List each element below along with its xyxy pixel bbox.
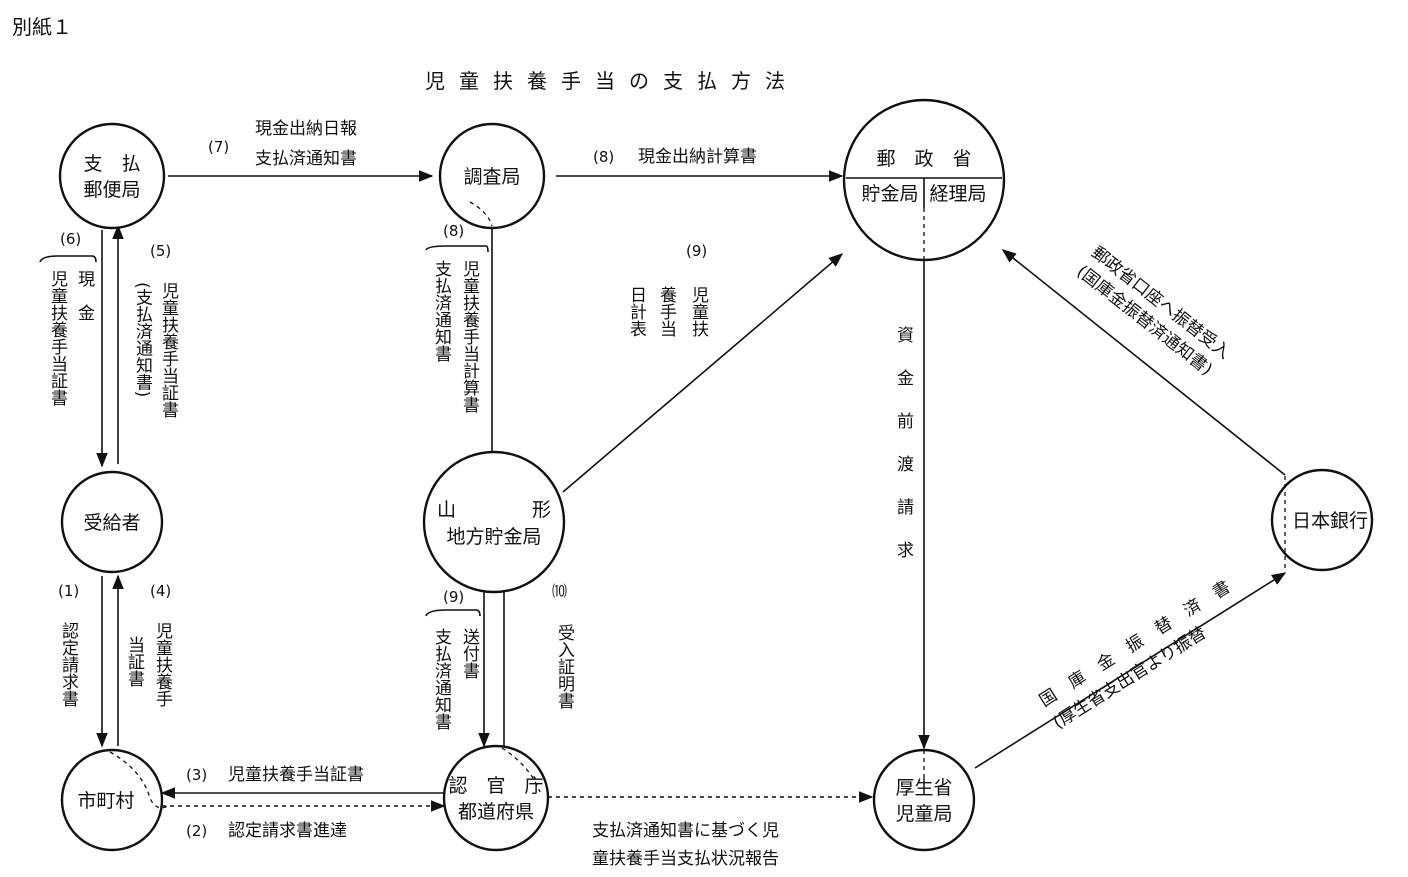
- svg-text:市町村: 市町村: [77, 790, 134, 812]
- svg-text:児童扶養手: 児童扶養手: [152, 622, 173, 708]
- svg-text:支払済通知書: 支払済通知書: [255, 149, 357, 169]
- edge-boj-up-arrow: [1001, 249, 1286, 476]
- svg-text:経理局: 経理局: [929, 183, 986, 205]
- edge-shikin-label: 資金前渡請求: [893, 326, 914, 584]
- edge-8a-label: (8) 現金出納計算書: [593, 147, 757, 167]
- svg-text:支払済通知書: 支払済通知書: [431, 260, 452, 362]
- svg-text:認定請求書: 認定請求書: [58, 622, 79, 707]
- svg-text:(9): (9): [443, 588, 464, 606]
- svg-text:児童扶養手当証書: 児童扶養手当証書: [47, 270, 68, 406]
- svg-text:児童扶養手当証書: 児童扶養手当証書: [228, 765, 364, 785]
- svg-text:⑽: ⑽: [552, 582, 567, 600]
- svg-text:郵 政 省: 郵 政 省: [876, 148, 971, 170]
- node-todofuken: 認 官 庁 都道府県: [442, 744, 550, 852]
- svg-text:地方貯金局: 地方貯金局: [446, 526, 541, 548]
- edge-boj-up-label: (国庫金振替済通知書) 郵政省口座へ振替受入: [1073, 243, 1234, 380]
- svg-text:現 金: 現 金: [74, 270, 95, 321]
- node-nihon-ginko: 日本銀行: [1270, 468, 1374, 572]
- node-koseisho-jidokyoku: 厚生省 児童局: [872, 748, 976, 852]
- svg-text:現金出納日報: 現金出納日報: [255, 119, 357, 139]
- svg-text:(9): (9): [686, 242, 707, 260]
- svg-text:(支払済通知書): (支払済通知書): [132, 282, 153, 397]
- svg-text:郵便局: 郵便局: [83, 179, 140, 201]
- svg-text:養手当: 養手当: [656, 286, 677, 337]
- edge-3-label: (3) 児童扶養手当証書: [186, 765, 364, 785]
- svg-text:(7): (7): [208, 138, 229, 156]
- edge-1-label: (1) 認定請求書: [58, 582, 79, 707]
- svg-text:(4): (4): [150, 582, 171, 600]
- svg-text:日本銀行: 日本銀行: [1292, 510, 1368, 532]
- svg-text:調査局: 調査局: [463, 166, 520, 188]
- svg-text:国 庫 金 振 替 済 書: 国 庫 金 振 替 済 書: [1036, 577, 1234, 711]
- edge-9a-arrow: [562, 253, 844, 493]
- svg-text:児童扶養手当証書: 児童扶養手当証書: [158, 282, 179, 418]
- edge-7-label: (7) 現金出納日報 支払済通知書: [208, 119, 357, 169]
- svg-text:山 形: 山 形: [437, 499, 551, 521]
- svg-text:送付書: 送付書: [459, 628, 480, 679]
- svg-text:都道府県: 都道府県: [458, 801, 534, 823]
- page-title: 児童扶養手当の支払方法: [425, 69, 799, 93]
- edge-4-label: (4) 児童扶養手 当証書: [124, 582, 173, 708]
- node-shichoson: 市町村: [60, 748, 169, 852]
- svg-text:児童扶養手当計算書: 児童扶養手当計算書: [459, 260, 480, 413]
- svg-text:児童局: 児童局: [895, 803, 952, 825]
- node-yuseisho: 郵 政 省 貯金局 経理局: [842, 98, 1006, 262]
- edge-6-label: (6) 現 金 児童扶養手当証書: [39, 230, 97, 406]
- svg-text:認定請求書進達: 認定請求書進達: [228, 821, 347, 841]
- svg-text:(8): (8): [443, 222, 464, 240]
- edge-boj-down-label: (厚生省支出官より振替 国 庫 金 振 替 済 書: [1036, 577, 1234, 733]
- node-yamagata-chiho-chokinkyoku: 山 形 地方貯金局: [422, 450, 566, 594]
- svg-text:(5): (5): [150, 242, 171, 260]
- edge-9a-label: (9) 児童扶 養手当 日計表: [626, 242, 709, 338]
- svg-text:(3): (3): [186, 766, 207, 784]
- svg-text:(6): (6): [60, 230, 81, 248]
- edge-10-label: ⑽ 受入証明書: [552, 582, 575, 709]
- svg-text:(1): (1): [58, 582, 79, 600]
- svg-text:資金前渡請求: 資金前渡請求: [893, 326, 914, 584]
- svg-text:(2): (2): [186, 822, 207, 840]
- svg-text:(8): (8): [593, 148, 614, 166]
- edge-5-label: (5) 児童扶養手当証書 (支払済通知書): [132, 242, 179, 418]
- edge-9b-label: (9) 送付書 支払済通知書: [425, 588, 481, 730]
- node-chousakyoku: 調査局: [438, 122, 546, 230]
- node-jukyusha: 受給者: [60, 470, 164, 574]
- edge-boj-down-arrow: [974, 572, 1287, 769]
- svg-text:受入証明書: 受入証明書: [554, 624, 575, 709]
- node-shiharai-yubinkyoku: 支 払 郵便局: [58, 122, 166, 230]
- svg-text:日計表: 日計表: [626, 286, 647, 337]
- svg-text:貯金局: 貯金局: [861, 183, 918, 205]
- edge-report-label: 支払済通知書に基づく児 童扶養手当支払状況報告: [592, 821, 779, 869]
- svg-text:児童扶: 児童扶: [688, 286, 709, 338]
- svg-text:現金出納計算書: 現金出納計算書: [638, 147, 757, 167]
- svg-text:認 官 庁: 認 官 庁: [448, 775, 543, 797]
- corner-label: 別紙１: [12, 15, 72, 39]
- edge-2-label: (2) 認定請求書進達: [186, 821, 347, 841]
- svg-text:当証書: 当証書: [124, 636, 145, 687]
- svg-text:支払済通知書: 支払済通知書: [431, 628, 452, 730]
- svg-text:童扶養手当支払状況報告: 童扶養手当支払状況報告: [592, 849, 779, 869]
- edge-8b-label: (8) 児童扶養手当計算書 支払済通知書: [425, 222, 489, 413]
- svg-text:支払済通知書に基づく児: 支払済通知書に基づく児: [592, 821, 779, 841]
- svg-text:厚生省: 厚生省: [895, 777, 952, 799]
- svg-text:受給者: 受給者: [83, 512, 140, 534]
- svg-text:支 払: 支 払: [83, 153, 140, 175]
